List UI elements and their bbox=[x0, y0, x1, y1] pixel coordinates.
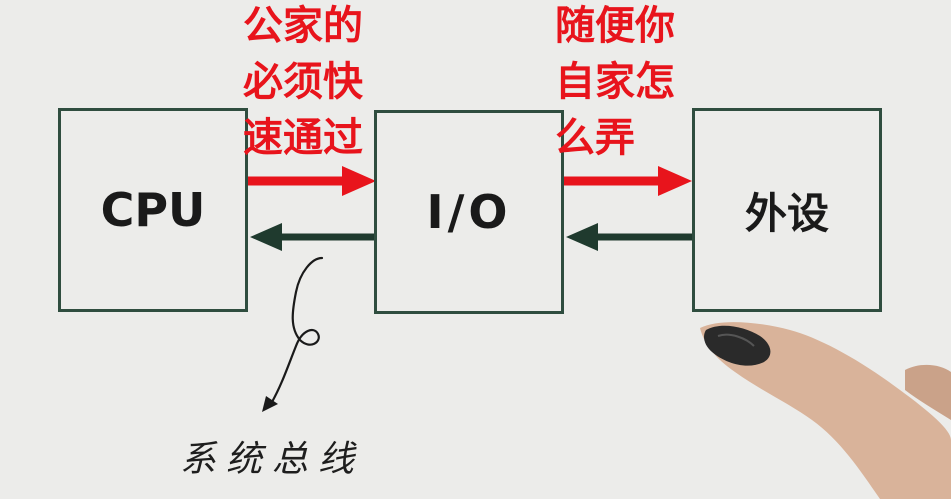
arrow-cpu-to-io bbox=[248, 166, 376, 196]
right-annotation: 随便你 自家怎 么弄 bbox=[555, 0, 675, 166]
io-label: I/O bbox=[426, 185, 512, 239]
presenter-hand bbox=[700, 322, 951, 499]
left-annotation-line: 公家的 bbox=[243, 3, 363, 49]
arrow-peripheral-to-io bbox=[566, 223, 692, 251]
right-annotation-line: 自家怎 bbox=[555, 59, 675, 105]
right-annotation-line: 么弄 bbox=[555, 115, 635, 161]
io-box: I/O bbox=[374, 110, 564, 314]
cpu-label: CPU bbox=[100, 183, 206, 237]
left-annotation-line: 必须快 bbox=[243, 59, 363, 105]
left-annotation: 公家的 必须快 速通过 bbox=[243, 0, 363, 166]
peripheral-box: 外设 bbox=[692, 108, 882, 312]
right-annotation-line: 随便你 bbox=[555, 3, 675, 49]
arrow-io-to-cpu bbox=[250, 223, 374, 251]
system-bus-caption: 系统总线 bbox=[180, 439, 365, 480]
cpu-box: CPU bbox=[58, 108, 248, 312]
left-annotation-line: 速通过 bbox=[243, 115, 363, 161]
peripheral-label: 外设 bbox=[744, 188, 829, 238]
arrow-io-to-peripheral bbox=[564, 166, 692, 196]
squiggle-pointer bbox=[262, 256, 324, 412]
